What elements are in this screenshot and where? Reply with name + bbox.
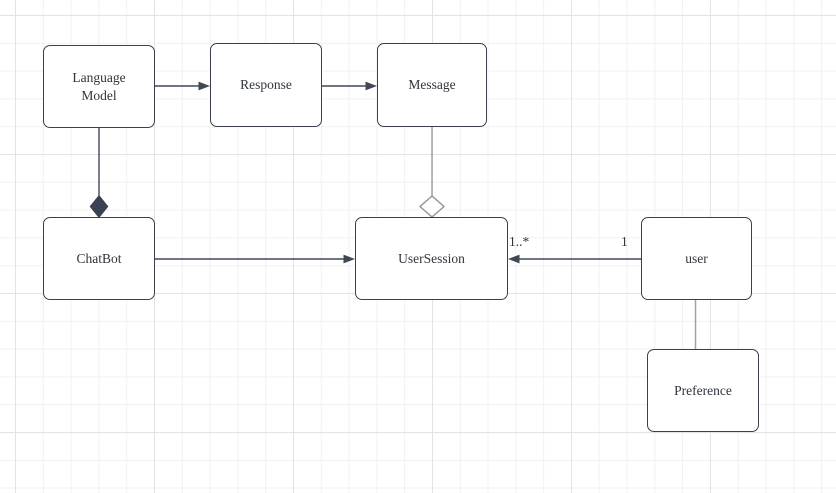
edge-languagemodel-chatbot[interactable] bbox=[89, 128, 109, 219]
arrowhead-icon bbox=[198, 81, 210, 91]
node-label: Message bbox=[408, 77, 456, 93]
multiplicity-label-source[interactable]: 1 bbox=[621, 234, 628, 249]
edge-message-usersession[interactable] bbox=[418, 127, 446, 218]
edge-chatbot-usersession[interactable] bbox=[155, 254, 355, 264]
edge-response-message[interactable] bbox=[322, 81, 377, 91]
class-node-response[interactable]: Response bbox=[210, 43, 322, 127]
node-label: Response bbox=[240, 77, 292, 93]
node-label: Language Model bbox=[72, 69, 126, 103]
node-label: Preference bbox=[674, 382, 732, 398]
aggregation-diamond-icon bbox=[418, 195, 446, 218]
class-node-chatbot[interactable]: ChatBot bbox=[43, 217, 155, 300]
class-node-user[interactable]: user bbox=[641, 217, 752, 300]
arrowhead-icon bbox=[508, 254, 520, 264]
composition-diamond-icon bbox=[89, 194, 109, 219]
edge-languagemodel-response[interactable] bbox=[155, 81, 210, 91]
node-label: user bbox=[685, 250, 708, 266]
multiplicity-label-target[interactable]: 1..* bbox=[509, 234, 530, 249]
node-label: ChatBot bbox=[76, 250, 122, 266]
class-node-language-model[interactable]: Language Model bbox=[43, 45, 155, 128]
class-node-usersession[interactable]: UserSession bbox=[355, 217, 508, 300]
node-label: UserSession bbox=[398, 250, 465, 266]
arrowhead-icon bbox=[365, 81, 377, 91]
arrowhead-icon bbox=[343, 254, 355, 264]
class-node-message[interactable]: Message bbox=[377, 43, 487, 127]
class-node-preference[interactable]: Preference bbox=[647, 349, 759, 432]
edge-user-usersession[interactable] bbox=[508, 254, 641, 264]
